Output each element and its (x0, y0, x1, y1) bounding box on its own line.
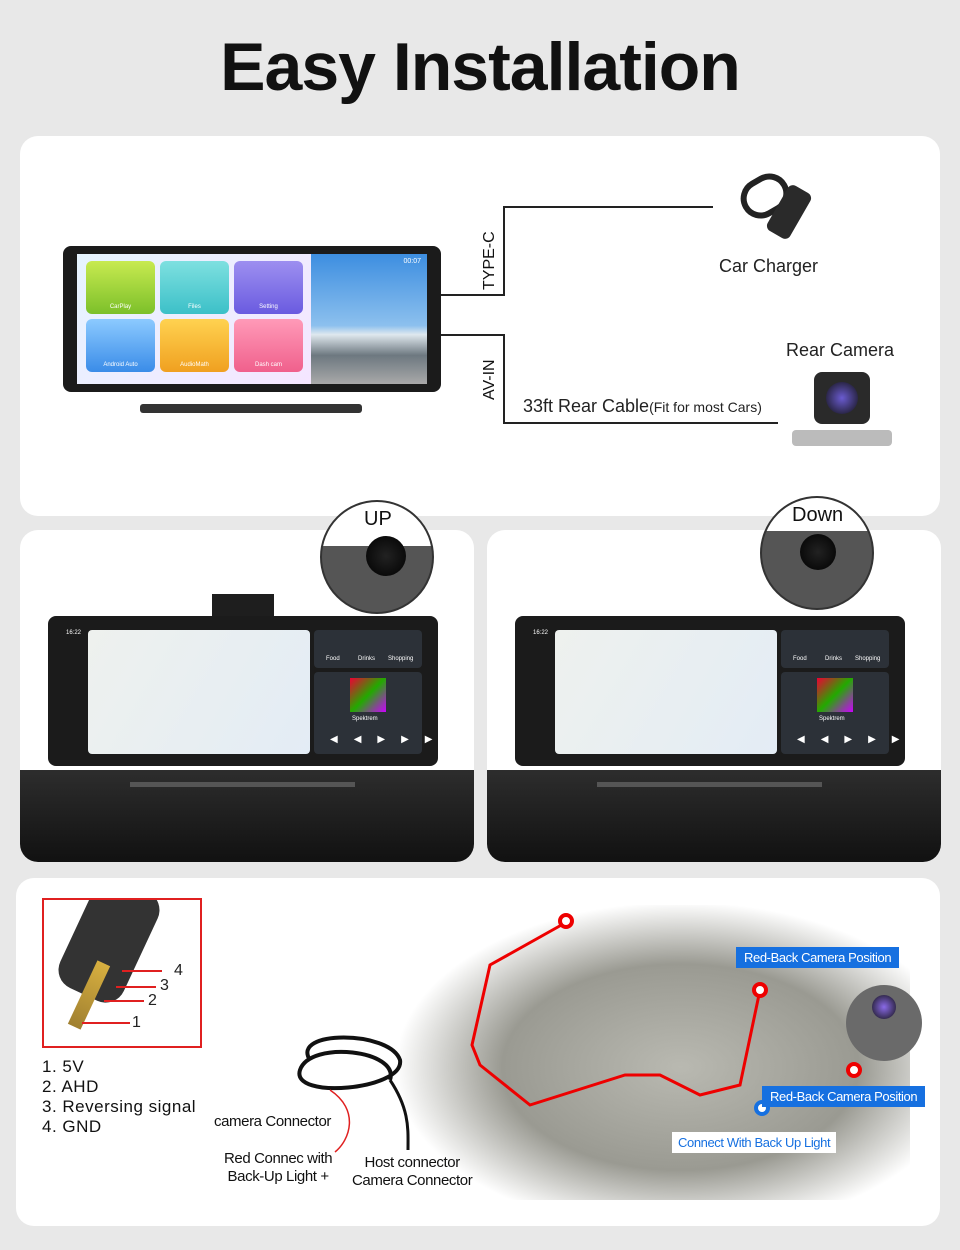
album-art (817, 678, 853, 712)
connector-line (441, 294, 503, 296)
mount-panel-down: 16:22 Food Drinks Shopping Spektrem ◀◀▶▶… (487, 530, 941, 862)
widget-food[interactable]: Food (326, 656, 340, 662)
pin-item: 2. AHD (42, 1077, 99, 1096)
camera-cable-image (297, 1035, 410, 1153)
app-label: Android Auto (103, 362, 138, 368)
car-charger-image (733, 166, 820, 242)
connector-line (503, 422, 778, 424)
red-back-camera-badge-bottom: Red-Back Camera Position (762, 1086, 926, 1107)
app-dash-cam[interactable]: Dash cam (234, 319, 303, 372)
camera-view: 00:07 (311, 254, 427, 384)
jack-closeup: 4 3 2 1 (42, 898, 202, 1048)
track-title: Spektrem (819, 716, 845, 722)
camera-connector-label: camera Connector (214, 1113, 331, 1130)
red-connec-line: Back-Up Light + (227, 1168, 330, 1185)
stand (597, 782, 822, 787)
playback-controls[interactable]: ◀◀▶▶▶ (797, 734, 916, 745)
mount-bracket (212, 594, 274, 618)
pin-item: 1. 5V (42, 1057, 85, 1076)
widget-drinks[interactable]: Drinks (825, 656, 843, 662)
pin-list: 1. 5V 2. AHD 3. Reversing signal 4. GND (42, 1057, 196, 1137)
red-connec-label: Red Connec with Back-Up Light + (224, 1150, 333, 1186)
pin-number-4: 4 (174, 962, 183, 979)
camera-lens (872, 995, 896, 1019)
display-stand (140, 404, 362, 413)
cable-label: 33ft Rear Cable(Fit for most Cars) (523, 396, 762, 416)
av-in-label: AV-IN (481, 359, 498, 400)
widgets: Food Drinks Shopping (781, 630, 889, 668)
rear-camera-closeup (846, 985, 922, 1061)
rear-camera-label: Rear Camera (786, 340, 895, 360)
red-connec-line: Red Connec with (224, 1150, 333, 1167)
mount-down-closeup: Down (760, 496, 874, 610)
camera-lens (800, 534, 836, 570)
app-android-auto[interactable]: Android Auto (86, 319, 155, 372)
head-unit-display: 16:22 Food Drinks Shopping Spektrem ◀◀▶▶… (48, 616, 438, 766)
connector-line (503, 334, 505, 424)
pin-number-3: 3 (160, 977, 169, 994)
connector-line (441, 334, 503, 336)
app-label: Setting (259, 304, 278, 310)
pin-number-1: 1 (132, 1014, 141, 1031)
head-unit-display: CarPlay Files Setting Android Auto Audio… (63, 246, 441, 392)
wire-point (752, 982, 768, 998)
clock: 16:22 (66, 630, 82, 636)
app-audio[interactable]: AudioMath (160, 319, 229, 372)
clock: 16:22 (533, 630, 549, 636)
back-up-light-badge: Connect With Back Up Light (672, 1132, 837, 1153)
now-playing: Spektrem ◀◀▶▶▶ (314, 672, 432, 754)
app-grid: CarPlay Files Setting Android Auto Audio… (77, 254, 311, 384)
track-title: Spektrem (352, 716, 378, 722)
host-connector-line: Camera Connector (352, 1172, 473, 1189)
type-c-label: TYPE-C (481, 231, 498, 290)
widget-shopping[interactable]: Shopping (855, 656, 881, 662)
wire-point (558, 913, 574, 929)
app-setting[interactable]: Setting (234, 261, 303, 314)
wire-route (470, 921, 762, 1107)
pin-item: 3. Reversing signal (42, 1097, 197, 1116)
top-panel: CarPlay Files Setting Android Auto Audio… (20, 136, 940, 516)
app-label: Files (188, 304, 201, 310)
page-title: Easy Installation (220, 29, 741, 105)
app-label: AudioMath (180, 362, 209, 368)
up-label: UP (364, 508, 392, 530)
host-connector-line: Host connector (364, 1154, 461, 1171)
app-files[interactable]: Files (160, 261, 229, 314)
connector-line (503, 206, 505, 296)
carplay-map (555, 630, 777, 754)
playback-controls[interactable]: ◀◀▶▶▶ (330, 734, 449, 745)
car-charger-label: Car Charger (719, 256, 819, 276)
widgets: Food Drinks Shopping (314, 630, 422, 668)
mount-up-closeup: UP (320, 500, 434, 614)
pin-item: 4. GND (42, 1117, 102, 1136)
album-art (350, 678, 386, 712)
camera-lens (366, 536, 406, 576)
wire-point (846, 1062, 862, 1078)
stand (130, 782, 355, 787)
now-playing: Spektrem ◀◀▶▶▶ (781, 672, 899, 754)
app-label: Dash cam (254, 362, 282, 368)
app-label: CarPlay (109, 304, 132, 310)
carplay-map (88, 630, 310, 754)
down-label: Down (792, 504, 844, 526)
status-time: 00:07 (403, 258, 421, 265)
host-connector-label: Host connector Camera Connector (352, 1154, 473, 1190)
widget-food[interactable]: Food (793, 656, 807, 662)
connector-line (503, 206, 713, 208)
pin-number-2: 2 (148, 992, 157, 1009)
rear-camera-image (792, 372, 892, 458)
widget-drinks[interactable]: Drinks (358, 656, 376, 662)
head-unit-display: 16:22 Food Drinks Shopping Spektrem ◀◀▶▶… (515, 616, 905, 766)
widget-shopping[interactable]: Shopping (388, 656, 414, 662)
app-carplay[interactable]: CarPlay (86, 261, 155, 314)
red-back-camera-badge-top: Red-Back Camera Position (736, 947, 900, 968)
